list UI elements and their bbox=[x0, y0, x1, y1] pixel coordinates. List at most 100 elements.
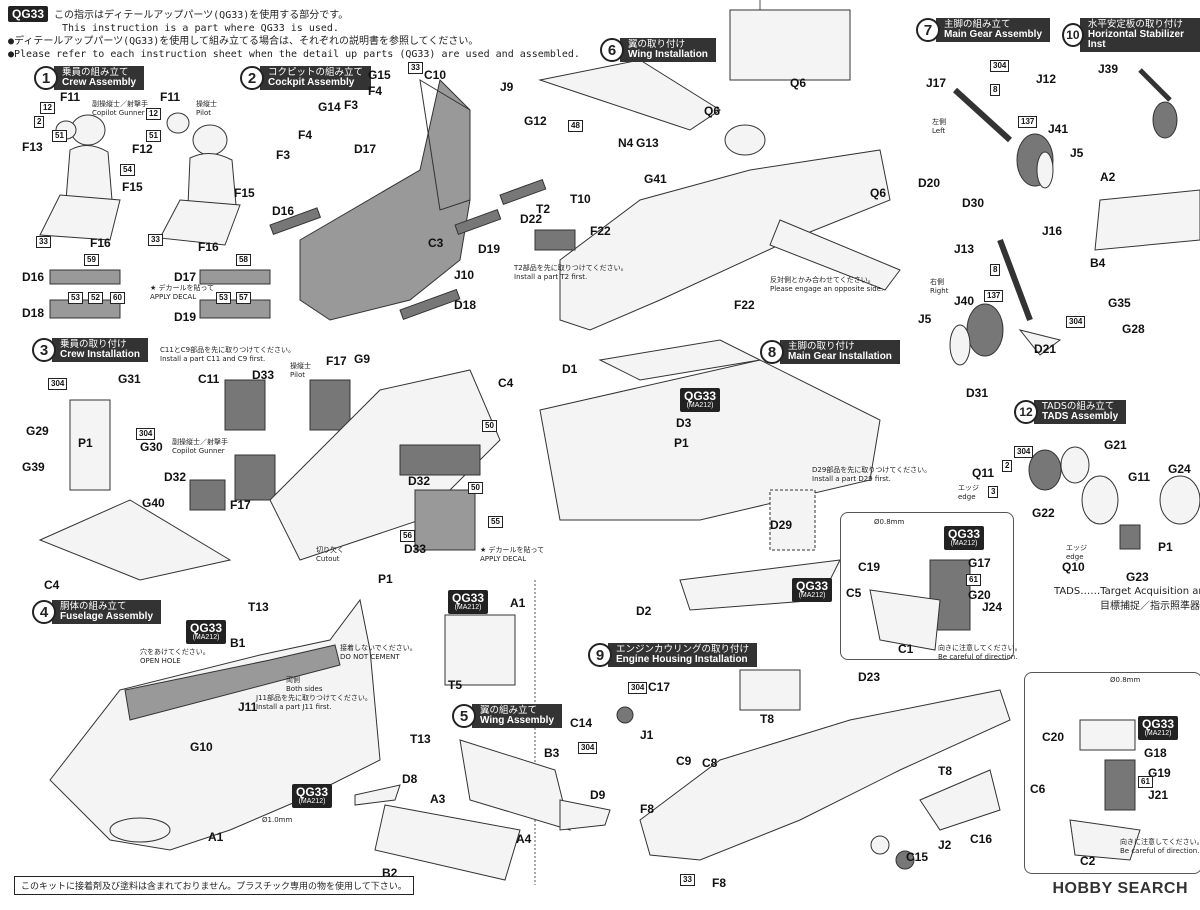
nocement-jp: 接着しないでください。 bbox=[340, 644, 417, 652]
part-number-chip: 33 bbox=[36, 236, 51, 248]
tads-jp: 目標捕捉／指示照準器 bbox=[1100, 601, 1200, 612]
part-label: J10 bbox=[454, 268, 475, 282]
qg-code: QG33 bbox=[1142, 717, 1175, 731]
cutout-jp: 切り欠く bbox=[316, 546, 344, 554]
part-label: F12 bbox=[132, 142, 153, 156]
step-number: 6 bbox=[600, 38, 624, 62]
star-icon: ★ bbox=[480, 546, 487, 554]
step-number: 10 bbox=[1062, 23, 1084, 47]
direction-jp: 向きに注意してください。 bbox=[1120, 838, 1200, 846]
opposite-en: Please engage an opposite side. bbox=[770, 285, 884, 293]
step-title-en: Cockpit Assembly bbox=[268, 77, 355, 88]
inset-step8-detail bbox=[840, 512, 1014, 660]
part-label: F11 bbox=[60, 90, 81, 104]
step-title-en: Crew Assembly bbox=[62, 77, 137, 88]
part-label: J16 bbox=[1042, 224, 1063, 238]
step-title-jp: 水平安定板の取り付け bbox=[1087, 19, 1183, 30]
qg33-badge-panel: QG33(MA212) bbox=[448, 590, 489, 614]
direction-note: 向きに注意してください。Be careful of direction. bbox=[938, 644, 1022, 662]
cutout-en: Cutout bbox=[316, 555, 340, 563]
j11-note: J11部品を先に取りつけてください。Install a part J11 fir… bbox=[256, 694, 372, 712]
opposite-note: 反対側とかみ合わせてください。Please engage an opposite… bbox=[770, 276, 883, 294]
part-number-chip: 33 bbox=[148, 234, 163, 246]
part-number-chip: 54 bbox=[120, 164, 135, 176]
part-label: C14 bbox=[570, 716, 593, 730]
wing-assembly-art bbox=[354, 739, 611, 881]
hole-en: OPEN HOLE bbox=[140, 657, 181, 665]
decal-en: APPLY DECAL bbox=[480, 555, 527, 563]
header-line3: ●ディテールアップパーツ(QG33)を使用して組み立てる場合は、それぞれの説明書… bbox=[8, 36, 479, 47]
part-label: T10 bbox=[570, 192, 591, 206]
qg-sub: (MA212) bbox=[1144, 730, 1172, 737]
part-label: C15 bbox=[906, 850, 929, 864]
step-number: 5 bbox=[452, 704, 476, 728]
part-label: D23 bbox=[858, 670, 881, 684]
right-en: Right bbox=[930, 287, 949, 295]
copilot-jp: 副操縦士／射撃手 bbox=[172, 438, 228, 446]
step-title-jp: 主脚の組み立て bbox=[944, 19, 1011, 30]
part-number-chip: 58 bbox=[236, 254, 251, 266]
step-title-en: Main Gear Assembly bbox=[944, 29, 1043, 40]
drill-note: Ø1.0mm bbox=[262, 816, 293, 824]
part-number-chip: 2 bbox=[34, 116, 45, 128]
step-title-en: TADS Assembly bbox=[1042, 411, 1119, 422]
part-number-chip: 56 bbox=[400, 530, 415, 542]
step-title-jp: 翼の組み立て bbox=[480, 705, 538, 716]
hole-note: 穴をあけてください。OPEN HOLE bbox=[140, 648, 210, 666]
part-number-chip: 53 bbox=[216, 292, 231, 304]
drill08-note: Ø0.8mm bbox=[874, 518, 905, 526]
part-label: D32 bbox=[408, 474, 431, 488]
qg33-badge-fuselage: QG33(MA212) bbox=[186, 620, 227, 644]
part-label: B4 bbox=[1090, 256, 1106, 270]
part-number-chip: 137 bbox=[984, 290, 1004, 302]
part-label: A3 bbox=[430, 792, 446, 806]
copilot-en: Copilot Gunner bbox=[172, 447, 225, 455]
part-label: C10 bbox=[424, 68, 447, 82]
qg33-badge-wing: QG33(MA212) bbox=[680, 388, 721, 412]
edge-jp: エッジ bbox=[958, 484, 979, 492]
part-number-chip: 60 bbox=[110, 292, 125, 304]
part-label: D30 bbox=[962, 196, 985, 210]
qg-sub: (MA212) bbox=[950, 540, 978, 547]
edge-jp: エッジ bbox=[1066, 544, 1087, 552]
tads-prefix: TADS……Target Acquisition and Designat bbox=[1054, 586, 1200, 597]
edge-en: edge bbox=[958, 493, 976, 501]
qg-code: QG33 bbox=[190, 621, 223, 635]
direction-en: Be careful of direction. bbox=[1120, 847, 1200, 855]
part-number-chip: 304 bbox=[990, 60, 1010, 72]
copilot-en: Copilot Gunner bbox=[92, 109, 145, 117]
part-label: J12 bbox=[1036, 72, 1057, 86]
detail-insets bbox=[869, 559, 1141, 861]
nocement-note: 接着しないでください。DO NOT CEMENT bbox=[340, 644, 417, 662]
part-label: F15 bbox=[122, 180, 143, 194]
part-label: D18 bbox=[22, 306, 45, 320]
part-label: Q6 bbox=[790, 76, 807, 90]
tads-art bbox=[1028, 446, 1200, 550]
part-label: Q6 bbox=[870, 186, 887, 200]
qg-sub: (MA212) bbox=[686, 402, 714, 409]
part-label: C16 bbox=[970, 832, 993, 846]
part-label: D18 bbox=[454, 298, 477, 312]
direction-jp: 向きに注意してください。 bbox=[938, 644, 1022, 652]
part-label: C11 bbox=[198, 372, 220, 386]
part-number-chip: 33 bbox=[408, 62, 423, 74]
part-label: G41 bbox=[644, 172, 667, 186]
pilot-en: Pilot bbox=[196, 109, 211, 117]
part-label: G10 bbox=[190, 740, 213, 754]
edge-en: edge bbox=[1066, 553, 1084, 561]
part-label: C6 bbox=[1030, 782, 1046, 796]
part-label: F3 bbox=[276, 148, 291, 162]
part-label: T13 bbox=[248, 600, 269, 614]
part-number-chip: 3 bbox=[988, 486, 999, 498]
